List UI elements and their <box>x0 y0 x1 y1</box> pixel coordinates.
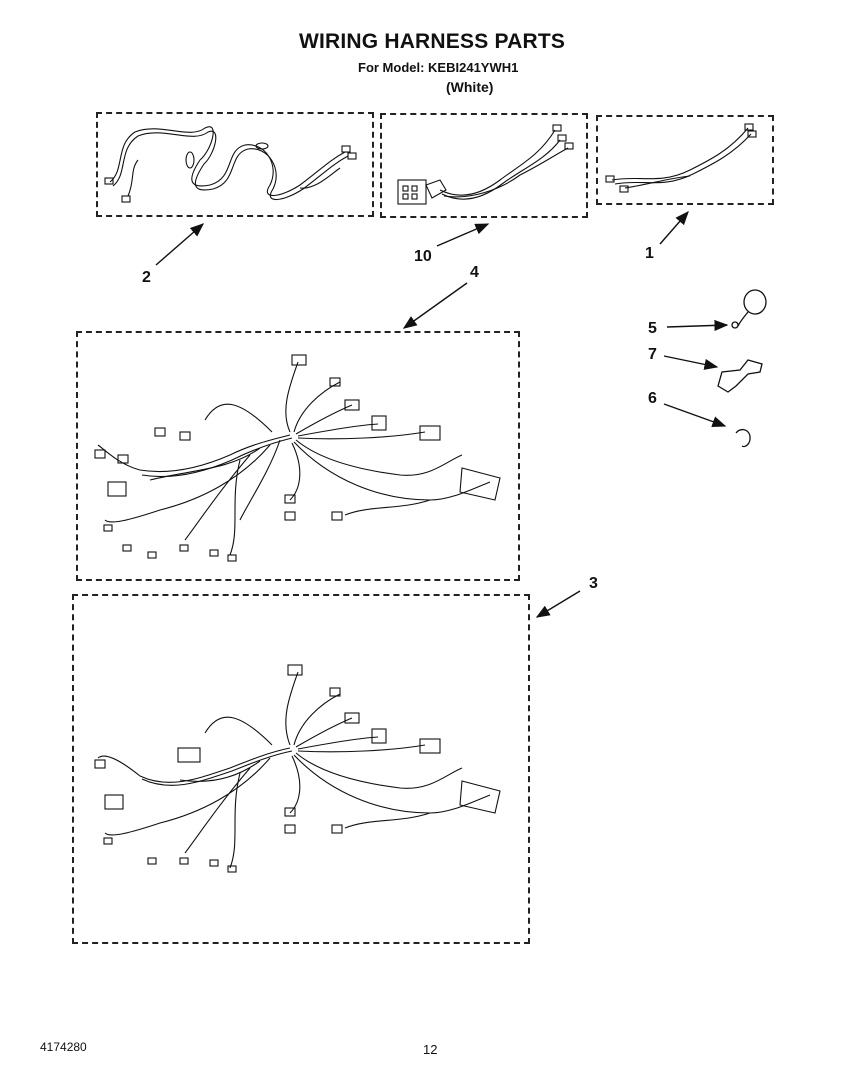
color-line: (White) <box>446 79 494 95</box>
part-box-4 <box>76 331 520 581</box>
part-box-2 <box>96 112 374 217</box>
callout-1: 1 <box>645 245 654 262</box>
part-box-10 <box>380 113 588 218</box>
part-box-3 <box>72 594 530 944</box>
harness-part-3 <box>94 664 501 873</box>
callout-3: 3 <box>589 575 598 592</box>
harness-part-10 <box>397 124 574 205</box>
callout-6: 6 <box>648 390 657 407</box>
harness-part-2 <box>104 126 357 203</box>
page-number: 12 <box>423 1042 438 1057</box>
harness-part-1 <box>605 123 757 193</box>
part-box-1 <box>596 115 774 205</box>
document-number: 4174280 <box>40 1040 87 1054</box>
callout-arrows <box>155 210 729 618</box>
callout-2: 2 <box>142 269 151 286</box>
model-line: For Model: KEBI241YWH1 <box>358 60 519 75</box>
callout-4: 4 <box>470 264 479 281</box>
page-title: WIRING HARNESS PARTS <box>298 30 566 53</box>
callout-7: 7 <box>648 346 657 363</box>
harness-part-4 <box>94 354 501 562</box>
small-parts <box>717 289 767 448</box>
callout-5: 5 <box>648 320 657 337</box>
callout-10: 10 <box>414 248 432 265</box>
